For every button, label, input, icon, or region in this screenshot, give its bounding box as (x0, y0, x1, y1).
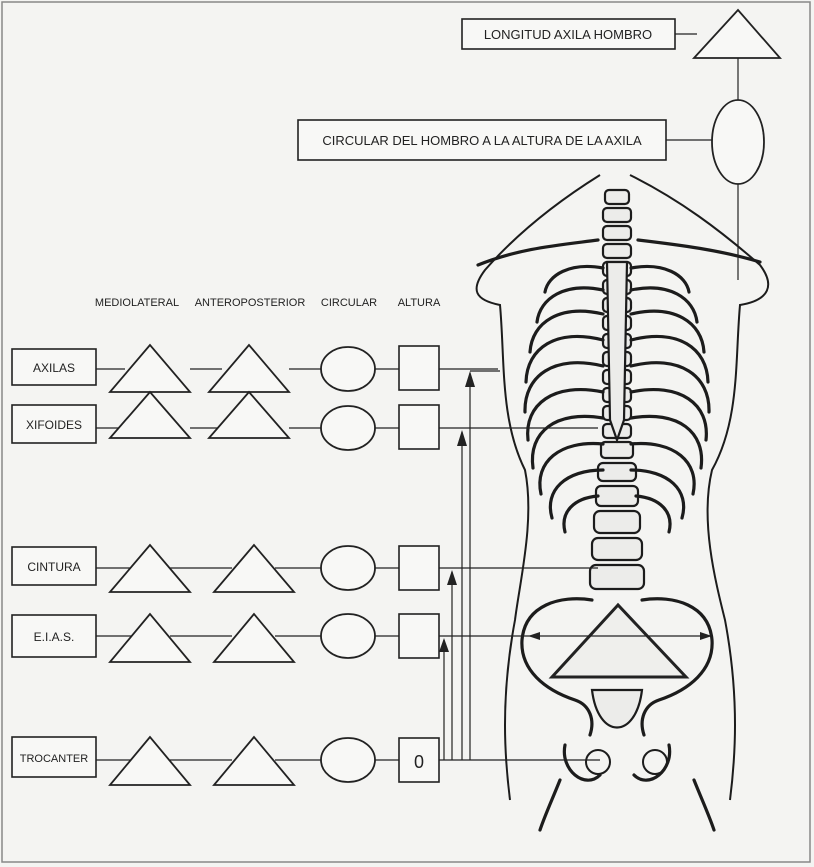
circular-ellipse-icon (321, 546, 375, 590)
column-headers: MEDIOLATERAL ANTEROPOSTERIOR CIRCULAR AL… (95, 297, 441, 309)
header-circular: CIRCULAR (321, 297, 377, 309)
row-cintura: CINTURA (12, 545, 598, 592)
header-anteroposterior: ANTEROPOSTERIOR (195, 297, 306, 309)
mediolateral-triangle-icon (110, 614, 190, 662)
eias-triangle-icon (552, 605, 686, 677)
header-mediolateral: MEDIOLATERAL (95, 297, 179, 309)
circular-ellipse-icon (321, 738, 375, 782)
eias-pelvis-measure (528, 605, 712, 677)
altura-box (399, 405, 439, 449)
header-altura: ALTURA (398, 297, 441, 309)
circular-hombro-ellipse-icon (712, 100, 764, 184)
ribs-right (631, 267, 709, 532)
circular-hombro-label: CIRCULAR DEL HOMBRO A LA ALTURA DE LA AX… (322, 133, 642, 148)
row-label: E.I.A.S. (34, 630, 75, 644)
skeleton-torso-figure (477, 175, 769, 830)
circular-ellipse-icon (321, 614, 375, 658)
row-trocanter: TROCANTER 0 (12, 737, 600, 785)
row-label: CINTURA (27, 560, 80, 574)
altura-box (399, 346, 439, 390)
anteroposterior-triangle-icon (214, 737, 294, 785)
altura-box (399, 546, 439, 590)
longitud-axila-hombro-group: LONGITUD AXILA HOMBRO (462, 10, 780, 100)
altura-box (399, 614, 439, 658)
mediolateral-triangle-icon (110, 737, 190, 785)
row-axilas: AXILAS (12, 345, 498, 392)
longitud-axila-hombro-label: LONGITUD AXILA HOMBRO (484, 27, 652, 42)
anteroposterior-triangle-icon (214, 614, 294, 662)
anteroposterior-triangle-icon (209, 392, 289, 438)
sternum (607, 262, 627, 440)
row-label: TROCANTER (20, 753, 89, 765)
mediolateral-triangle-icon (110, 392, 190, 438)
ribs-left (525, 267, 603, 532)
circular-ellipse-icon (321, 347, 375, 391)
altura-value: 0 (414, 752, 424, 772)
longitud-triangle-icon (694, 10, 780, 58)
height-arrows (439, 371, 500, 760)
circular-ellipse-icon (321, 406, 375, 450)
row-label: XIFOIDES (26, 418, 82, 432)
row-label: AXILAS (33, 361, 75, 375)
